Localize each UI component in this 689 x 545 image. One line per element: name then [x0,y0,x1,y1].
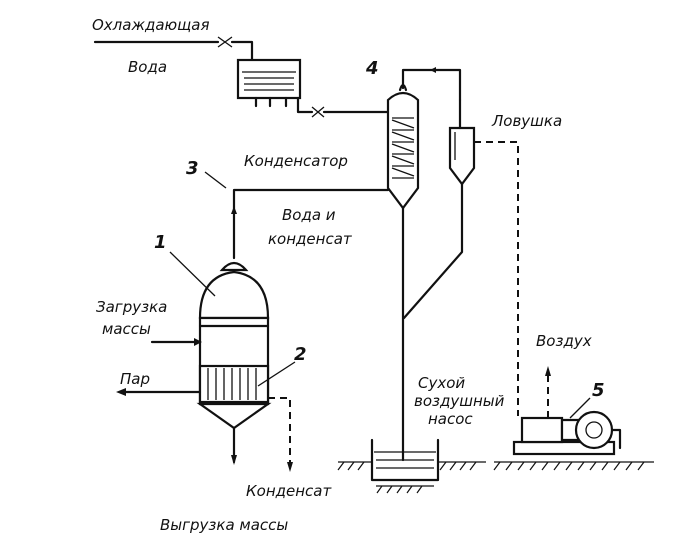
trap [402,98,519,416]
unloading-label: Выгрузка массы [160,516,288,534]
loading-label-2: массы [102,320,151,338]
number-1-label: 1 [154,232,167,253]
loading-arrow [150,338,202,346]
cooling-water-label-1: Охлаждающая [92,16,210,34]
steam-label: Пар [120,370,150,388]
dry-air-pump [493,366,654,471]
pump-label-1: Сухой [418,374,465,392]
pump-label-2: воздушный [414,392,505,410]
condenser-label: Конденсатор [244,152,348,170]
vapour-line [204,171,390,260]
steam-arrow [116,388,202,396]
condensate-line [268,397,293,472]
number-4-label: 4 [365,58,379,79]
cooling-water-tank [236,58,390,118]
number-3-label: 3 [186,158,199,179]
cooling-water-line [93,36,254,66]
vacuum-apparatus [169,251,296,465]
pump-label-3: насос [428,410,473,428]
barometric-well [337,438,486,494]
air-label: Воздух [536,332,592,350]
number-2-label: 2 [294,344,307,365]
water-condensate-label-2: конденсат [268,230,353,248]
trap-label: Ловушка [491,112,562,130]
water-condensate-label-1: Вода и [282,206,336,224]
condenser [386,67,462,462]
cooling-water-label-2: Вода [128,58,167,76]
number-5-label: 5 [592,380,605,401]
loading-label-1: Загрузка [96,298,167,316]
condensate-out-label: Конденсат [246,482,332,500]
